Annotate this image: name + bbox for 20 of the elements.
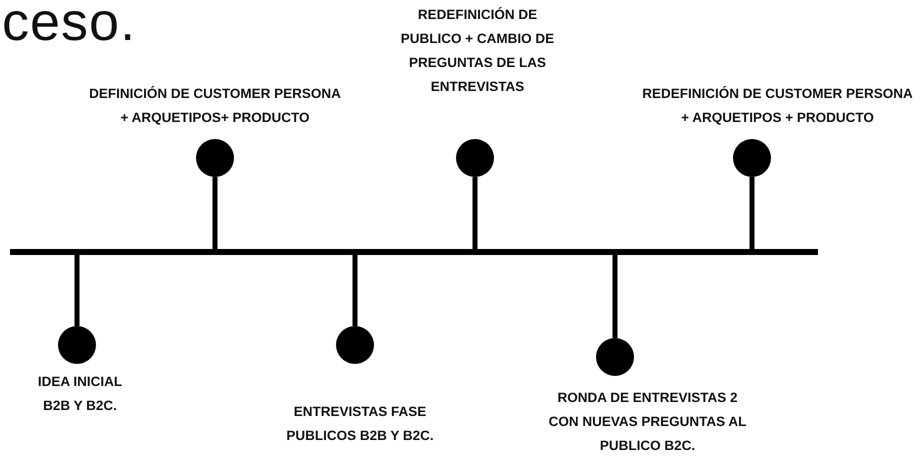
milestone-label: IDEA INICIAL B2B Y B2C. [36,373,124,415]
milestone-dot [58,326,96,364]
milestone-label: REDEFINICIÓN DE PUBLICO + CAMBIO DE PREGUNTAS DE LAS ENTREVISTAS [400,6,556,96]
milestone-dot [596,338,634,376]
milestone-dot [456,139,494,177]
timeline-stem [212,177,218,249]
timeline-stem [352,255,358,326]
timeline-axis [10,249,818,255]
milestone-dot [196,139,234,177]
page-title: ceso. [2,0,136,54]
milestone-label: REDEFINICIÓN DE CUSTOMER PERSONA + ARQUETIPOS + PRODUCTO [641,85,914,127]
timeline-stem [612,255,618,338]
timeline-stem [750,177,754,249]
timeline-stem [472,177,478,249]
milestone-label: RONDA DE ENTREVISTAS 2 CON NUEVAS PREGUNTAS AL PUBLICO B2C. [548,389,748,455]
milestone-dot [733,139,771,177]
milestone-dot [336,326,374,364]
timeline-stem [74,255,80,326]
milestone-label: ENTREVISTAS FASE PUBLICOS B2B Y B2C. [285,403,435,445]
milestone-label: DEFINICIÓN DE CUSTOMER PERSONA + ARQUETIPOS+ PRODUCTO [88,85,342,127]
